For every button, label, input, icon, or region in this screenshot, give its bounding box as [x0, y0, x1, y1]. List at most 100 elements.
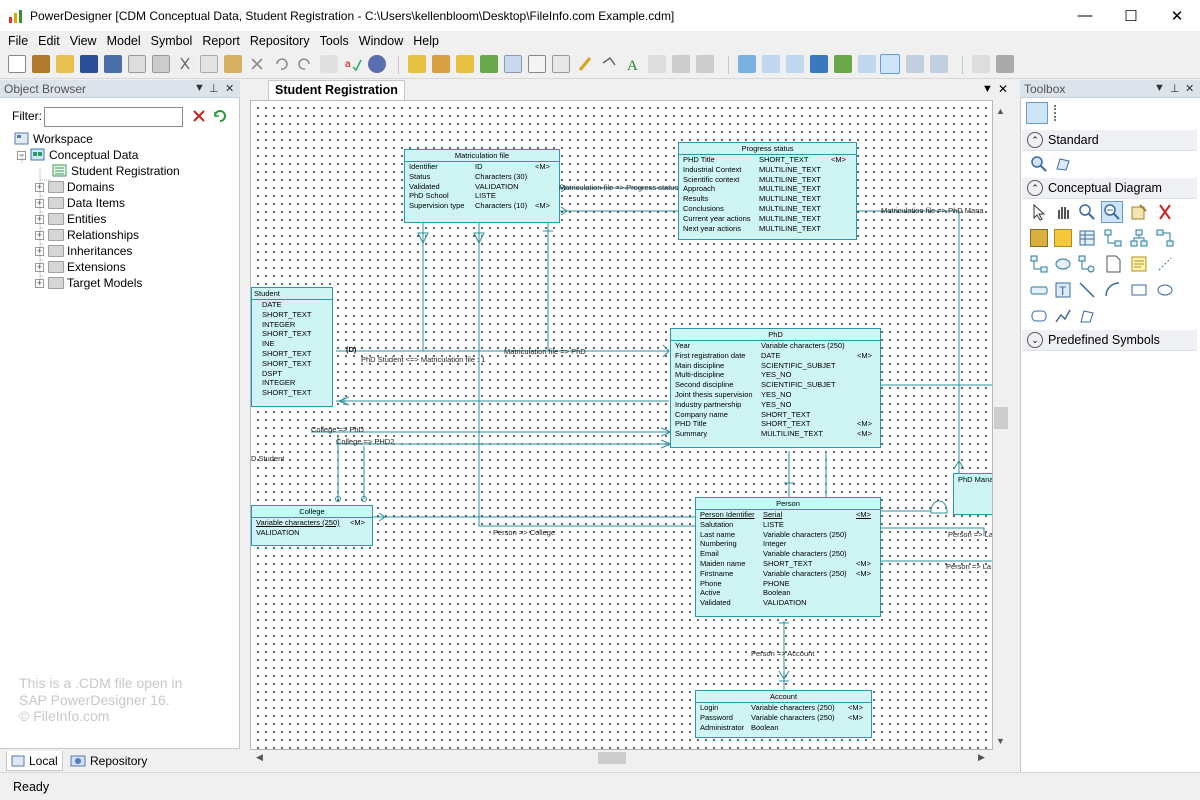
save-all-icon[interactable] [104, 55, 122, 73]
paste-icon[interactable] [224, 55, 242, 73]
zoom-out-tool-icon[interactable] [1101, 201, 1123, 223]
entity-phd-manager[interactable]: PhD Mana [953, 473, 992, 515]
graphical-link-tool-icon[interactable] [1156, 255, 1174, 273]
format-painter-icon[interactable] [600, 55, 618, 73]
grid-icon[interactable] [552, 55, 570, 73]
redo-icon[interactable] [296, 55, 314, 73]
new-project-icon[interactable] [32, 55, 50, 73]
pin-icon[interactable]: ⊥ [209, 83, 219, 95]
rectangle-icon[interactable] [528, 55, 546, 73]
title-tool-icon[interactable] [1030, 281, 1048, 299]
font-icon[interactable]: A [624, 55, 642, 74]
export-icon[interactable] [432, 55, 450, 73]
menu-view[interactable]: View [69, 34, 97, 48]
association-tool-icon[interactable] [1156, 229, 1174, 247]
package-tool-icon[interactable] [1030, 229, 1048, 247]
file-tool-icon[interactable] [1104, 255, 1122, 273]
tab-repository[interactable]: Repository [66, 751, 151, 771]
list-icon[interactable] [930, 55, 948, 73]
large-icons-view-icon[interactable] [1026, 102, 1048, 124]
tab-local[interactable]: Local [6, 751, 63, 771]
horizontal-scrollbar[interactable]: ◀ ▶ [250, 750, 993, 766]
view-attributes-icon[interactable] [786, 55, 804, 73]
association-link-tool-icon[interactable] [1030, 255, 1048, 273]
align-icon[interactable] [672, 55, 690, 73]
link-label[interactable]: Person => La [948, 530, 993, 539]
link-label[interactable]: College => PhD [311, 425, 364, 434]
polygon-tool-icon[interactable] [1078, 307, 1096, 325]
arc-tool-icon[interactable] [1104, 281, 1122, 299]
grabber-tool-icon[interactable] [1054, 203, 1072, 221]
report-icon[interactable] [504, 55, 522, 73]
dropdown-icon[interactable]: ▼ [194, 82, 205, 94]
view-inheritance-icon[interactable] [834, 55, 852, 73]
rounded-rectangle-tool-icon[interactable] [1030, 307, 1048, 325]
dropdown-icon[interactable]: ▼ [1154, 82, 1165, 94]
link-label[interactable]: Person => College [493, 528, 556, 537]
scroll-down-icon[interactable]: ▼ [996, 736, 1005, 746]
rectangle-tool-icon[interactable] [1130, 281, 1148, 299]
toolbox-category-standard[interactable]: ⌃Standard [1022, 130, 1197, 151]
line-tool-icon[interactable] [1078, 281, 1096, 299]
entity-college[interactable]: College Variable characters (250)<M> VAL… [251, 505, 373, 546]
area-tool-icon[interactable] [1054, 229, 1072, 247]
line-style-icon[interactable] [648, 55, 666, 73]
properties-icon[interactable] [320, 55, 338, 73]
pin-icon[interactable]: ⊥ [1170, 83, 1180, 95]
menu-tools[interactable]: Tools [319, 34, 349, 48]
page-setup-icon[interactable] [972, 55, 990, 73]
filter-input[interactable] [44, 107, 183, 127]
collapse-chevron-icon[interactable]: ⌃ [1027, 132, 1043, 148]
link-label[interactable]: D Student [251, 454, 285, 463]
pen-icon[interactable] [576, 55, 594, 73]
view-list-icon[interactable] [762, 55, 780, 73]
text-tool-icon[interactable]: T [1054, 281, 1072, 299]
link-label[interactable]: College => PHD2 [336, 437, 395, 446]
delete-icon[interactable] [248, 55, 266, 73]
diagram-menu-icon[interactable]: ▼ [982, 83, 993, 95]
menu-repository[interactable]: Repository [249, 34, 310, 48]
zoom-in-tool-icon[interactable] [1078, 203, 1096, 221]
import-icon[interactable] [408, 55, 426, 73]
ellipse-tool-icon[interactable] [1156, 281, 1174, 299]
refresh-filter-icon[interactable] [212, 108, 228, 124]
check-model-icon[interactable] [368, 55, 386, 73]
copy-icon[interactable] [200, 55, 218, 73]
refresh-icon[interactable] [480, 55, 498, 73]
tree-item-student-registration[interactable]: Student Registration [52, 163, 180, 179]
zoom-tool-icon[interactable] [1030, 155, 1048, 173]
menu-edit[interactable]: Edit [38, 34, 60, 48]
printer-icon[interactable] [996, 55, 1014, 73]
cut-icon[interactable] [176, 55, 194, 73]
ellipse-entity-tool-icon[interactable] [1054, 255, 1072, 273]
tree-item-conceptual-data[interactable]: −Conceptual Data [17, 147, 138, 163]
polyline-tool-icon[interactable] [1054, 307, 1072, 325]
comment-icon[interactable] [906, 55, 924, 73]
tab-student-registration[interactable]: Student Registration [268, 80, 405, 100]
menu-model[interactable]: Model [106, 34, 141, 48]
view-relationships-icon[interactable] [810, 55, 828, 73]
scroll-thumb[interactable] [994, 407, 1008, 429]
menu-help[interactable]: Help [413, 34, 439, 48]
arrange-icon[interactable] [696, 55, 714, 73]
link-label[interactable]: PhD Student <=> Matriculation file : 1 [361, 355, 486, 364]
toolbox-category-conceptual-diagram[interactable]: ⌃Conceptual Diagram [1022, 178, 1197, 199]
close-panel-icon[interactable]: ✕ [225, 83, 235, 95]
generate-icon[interactable] [456, 55, 474, 73]
undo-icon[interactable] [272, 55, 290, 73]
open-icon[interactable] [56, 55, 74, 73]
menu-file[interactable]: File [8, 34, 29, 48]
maximize-button[interactable]: ☐ [1124, 7, 1138, 25]
expand-chevron-icon[interactable]: ⌄ [1027, 332, 1043, 348]
properties-tool-icon[interactable] [1130, 203, 1148, 221]
menu-symbol[interactable]: Symbol [150, 34, 193, 48]
close-panel-icon[interactable]: ✕ [1185, 83, 1195, 95]
entity-tool-icon[interactable] [1078, 229, 1096, 247]
view-entity-icon[interactable] [738, 55, 756, 73]
